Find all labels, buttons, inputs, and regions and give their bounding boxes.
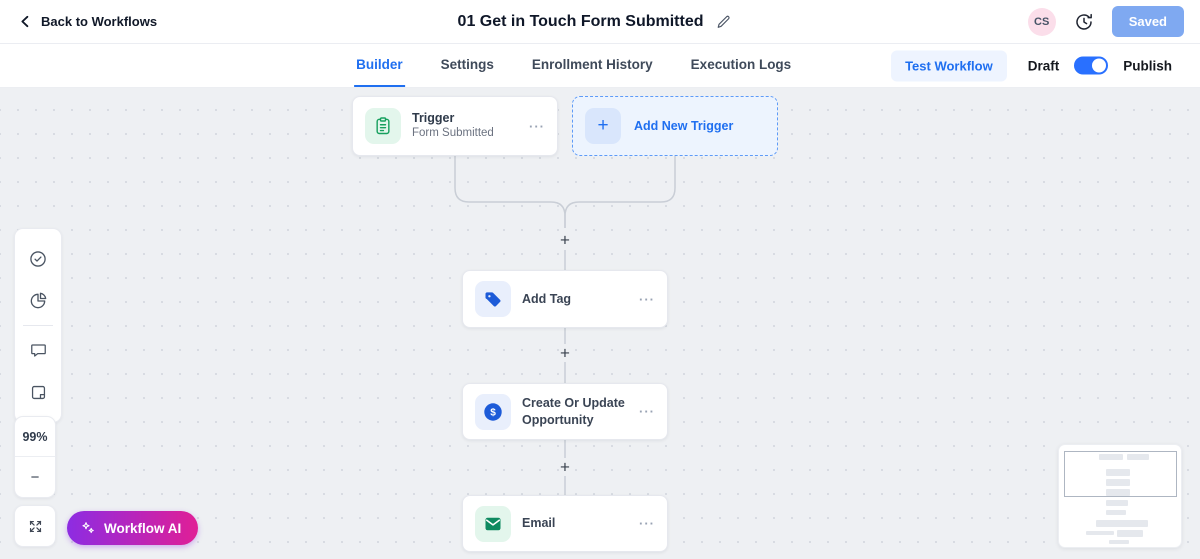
comment-bubble-icon[interactable] [14, 329, 62, 371]
minimap-node-block [1127, 454, 1149, 460]
action-node-label: Add Tag [522, 291, 572, 306]
history-clock-icon[interactable] [1074, 12, 1094, 32]
node-menu-ellipsis-icon[interactable]: ··· [639, 404, 655, 419]
trigger-node-subtitle: Form Submitted [412, 127, 494, 140]
workflow-tabbar: Builder Settings Enrollment History Exec… [0, 44, 1200, 88]
expand-arrows-icon [29, 520, 41, 532]
minimap-node-block [1106, 500, 1128, 506]
action-node-add-tag[interactable]: Add Tag ··· [462, 270, 668, 328]
save-button[interactable]: Saved [1111, 6, 1184, 37]
minimap-node-block [1099, 454, 1123, 460]
connector-lines [454, 156, 676, 495]
tab-builder[interactable]: Builder [354, 44, 405, 87]
top-header: Back to Workflows 01 Get in Touch Form S… [0, 0, 1200, 44]
svg-text:$: $ [490, 407, 496, 418]
canvas-toolbar [14, 228, 62, 423]
minimap-node-block [1106, 479, 1130, 486]
page-title: 01 Get in Touch Form Submitted [457, 12, 704, 30]
trigger-node[interactable]: Trigger Form Submitted ··· [352, 96, 558, 156]
test-workflow-button[interactable]: Test Workflow [891, 50, 1007, 81]
minimap-node-block [1117, 530, 1143, 537]
trigger-node-title: Trigger [412, 110, 455, 125]
back-to-workflows-button[interactable]: Back to Workflows [18, 14, 157, 29]
tab-execution-logs[interactable]: Execution Logs [690, 57, 792, 72]
add-new-trigger-label: Add New Trigger [634, 119, 734, 133]
minimap-node-block [1086, 531, 1114, 535]
action-node-opportunity[interactable]: $ Create Or Update Opportunity ··· [462, 383, 668, 440]
add-step-plus-icon[interactable]: + [560, 230, 570, 250]
avatar[interactable]: CS [1027, 7, 1056, 36]
edit-title-pencil-icon[interactable] [715, 14, 731, 30]
workflow-canvas[interactable]: + + + Trigger Form Submitted ··· + Add N… [0, 88, 1200, 559]
minimap-node-block [1096, 520, 1148, 527]
back-label: Back to Workflows [41, 14, 158, 29]
zoom-controls: 99% − [14, 416, 56, 498]
zoom-level: 99% [15, 417, 55, 457]
publish-label: Publish [1123, 58, 1172, 73]
minimap-node-block [1106, 510, 1126, 515]
sparkles-icon [82, 522, 94, 534]
sticky-note-icon[interactable] [14, 371, 62, 413]
tag-icon [475, 281, 511, 317]
workflow-ai-label: Workflow AI [104, 520, 182, 536]
minimap-node-block [1106, 469, 1130, 476]
minimap[interactable] [1058, 444, 1182, 548]
action-node-label: Create Or Update Opportunity [522, 395, 625, 427]
toggle-knob [1092, 58, 1107, 73]
dollar-circle-icon: $ [475, 393, 511, 430]
add-new-trigger-button[interactable]: + Add New Trigger [572, 96, 778, 156]
add-step-plus-icon[interactable]: + [560, 457, 570, 477]
tab-settings[interactable]: Settings [440, 57, 494, 72]
node-menu-ellipsis-icon[interactable]: ··· [639, 291, 655, 307]
form-clipboard-icon [365, 108, 401, 144]
zoom-out-minus-icon[interactable]: − [30, 468, 40, 486]
plus-icon: + [585, 108, 621, 144]
email-icon [475, 505, 511, 542]
draft-publish-toggle[interactable] [1074, 56, 1109, 75]
node-menu-ellipsis-icon[interactable]: ··· [529, 118, 545, 134]
add-step-plus-icon[interactable]: + [560, 343, 570, 363]
node-menu-ellipsis-icon[interactable]: ··· [639, 516, 655, 531]
tab-enrollment-history[interactable]: Enrollment History [531, 57, 653, 72]
checklist-circle-icon[interactable] [14, 238, 62, 280]
stats-pie-chart-icon[interactable] [14, 280, 62, 322]
action-node-label: Email [522, 516, 556, 531]
minimap-node-block [1106, 489, 1130, 496]
workflow-ai-button[interactable]: Workflow AI [67, 511, 199, 545]
draft-label: Draft [1027, 58, 1060, 73]
action-node-email[interactable]: Email ··· [462, 495, 668, 552]
minimap-node-block [1109, 540, 1129, 544]
fullscreen-button[interactable] [14, 505, 56, 547]
toolbar-divider [23, 325, 53, 326]
back-chevron-icon [18, 14, 33, 29]
